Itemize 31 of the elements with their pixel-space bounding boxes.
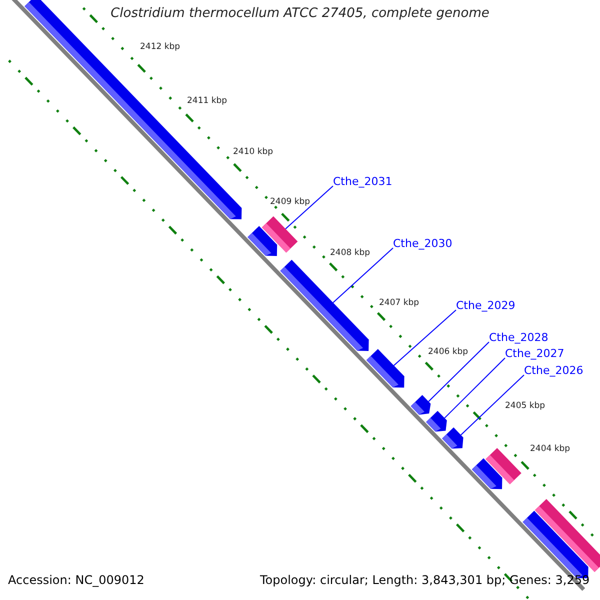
gene-marker xyxy=(280,260,369,351)
position-label: 2410 kbp xyxy=(233,147,274,158)
map-title: Clostridium thermocellum ATCC 27405, complete genome xyxy=(110,6,490,22)
gene-label: Cthe_2031 xyxy=(333,175,392,188)
position-label: 2411 kbp xyxy=(187,96,228,106)
position-label: 2412 kbp xyxy=(140,42,180,52)
leader-line xyxy=(444,358,506,419)
gene-block xyxy=(486,448,522,484)
position-label: 2405 kbp xyxy=(505,401,546,412)
info-text: Accession: NC_009012 xyxy=(8,573,144,588)
leader-line xyxy=(285,186,334,230)
leader-line xyxy=(332,248,394,304)
gene-marker xyxy=(442,427,464,449)
gene-label: Cthe_2027 xyxy=(505,347,564,360)
gene-label: Cthe_2028 xyxy=(489,331,548,344)
position-label: 2404 kbp xyxy=(530,444,570,454)
position-label: 2407 kbp xyxy=(379,298,420,308)
gene-label: Cthe_2026 xyxy=(524,364,584,378)
position-label: 2408 kbp xyxy=(330,248,370,258)
leader-line xyxy=(393,310,456,366)
leader-line xyxy=(460,374,524,436)
gene-label: Cthe_2030 xyxy=(393,237,452,250)
info-text: Topology: circular; Length: 3,843,301 bp; Genes: 3,259 xyxy=(260,573,590,588)
leader-line xyxy=(428,342,490,402)
gene-marker xyxy=(426,410,447,432)
gene-marker xyxy=(410,395,431,415)
gene-marker xyxy=(366,349,404,388)
gene-block xyxy=(262,216,298,253)
position-label: 2409 kbp xyxy=(270,197,310,208)
gene-label: Cthe_2029 xyxy=(456,299,516,312)
position-label: 2406 kbp xyxy=(428,347,468,358)
